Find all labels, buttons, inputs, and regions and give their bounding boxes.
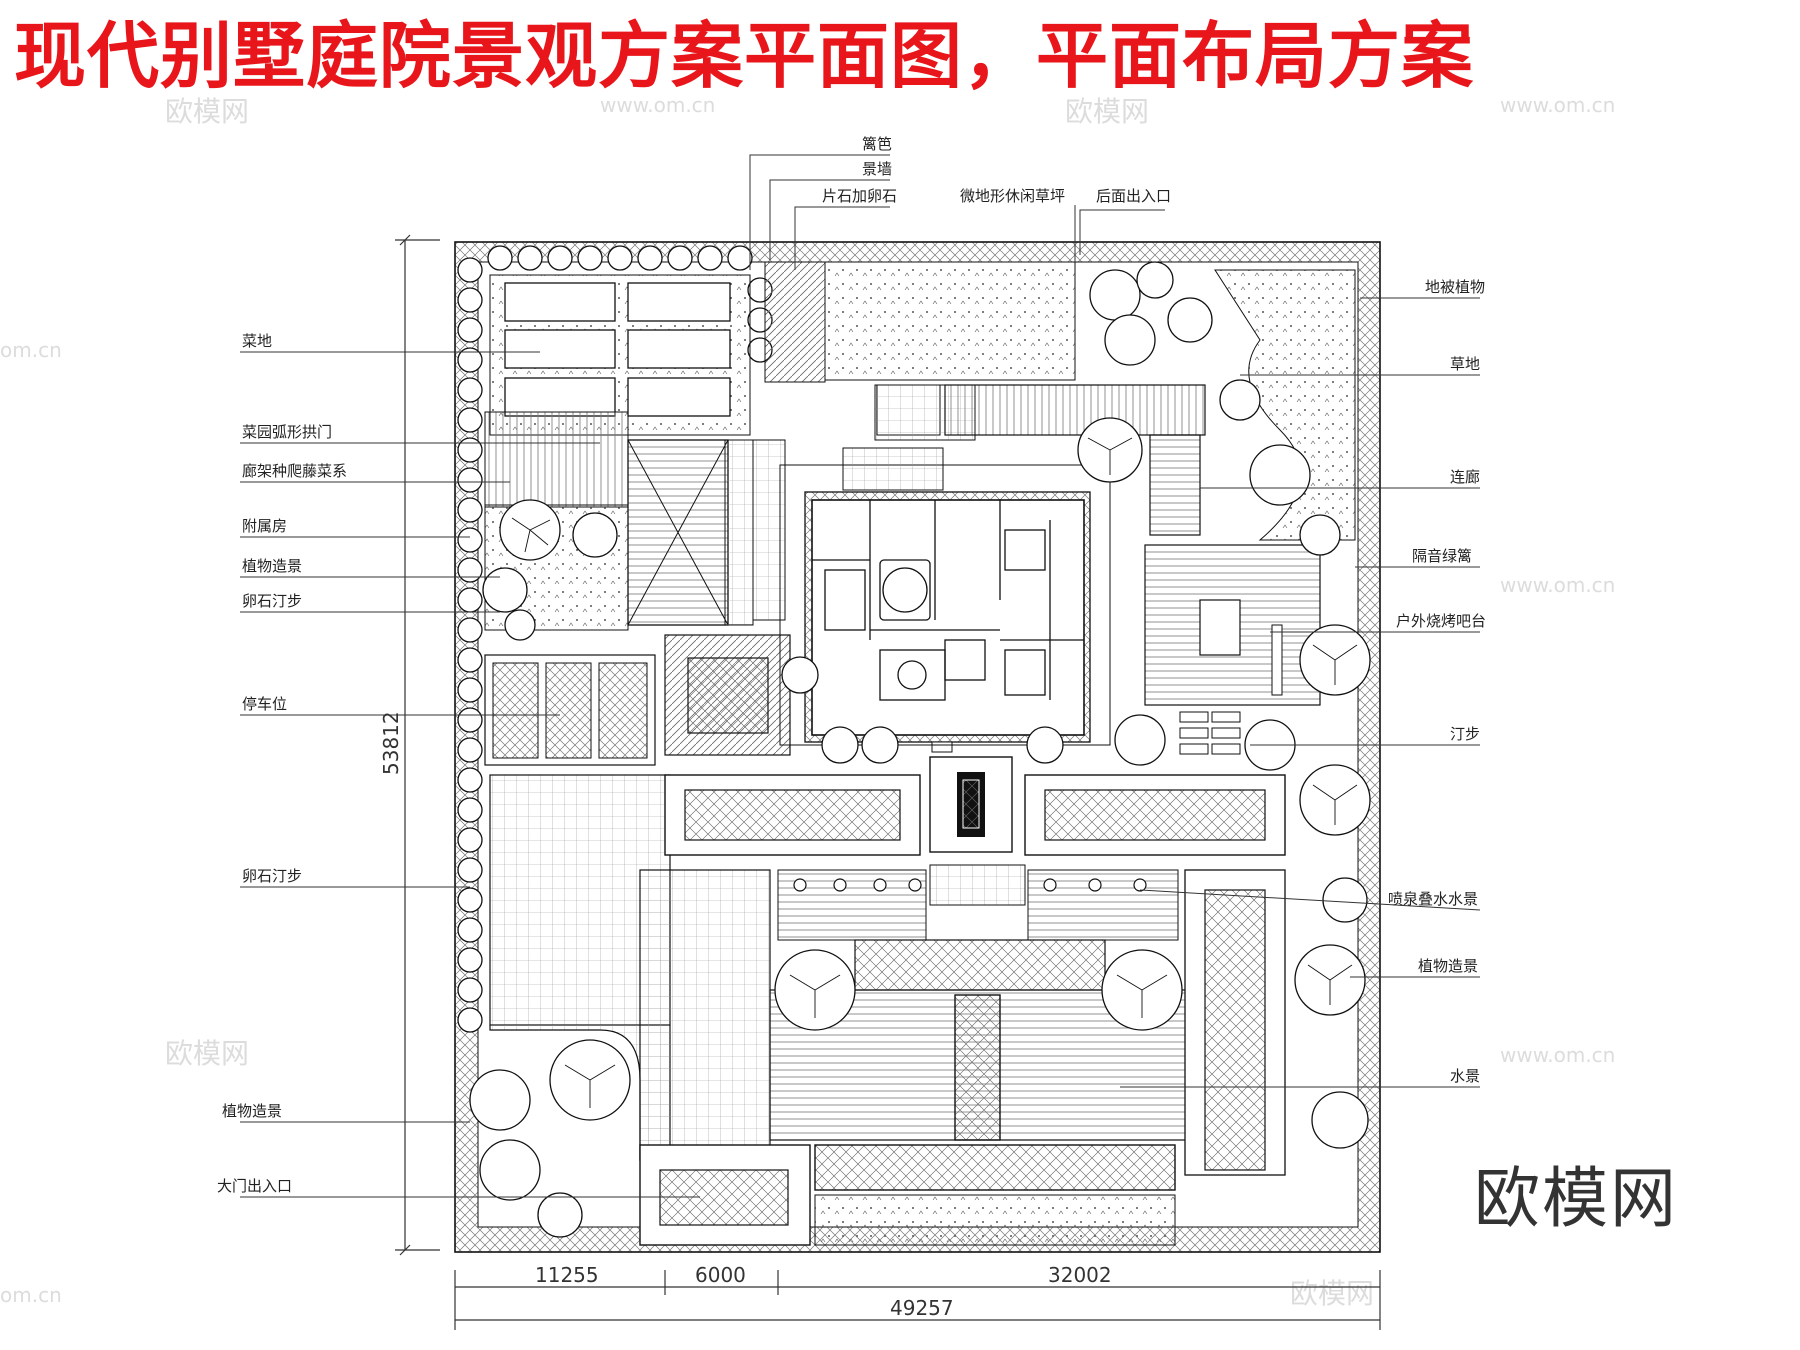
- label-corridor: 连廊: [1450, 468, 1480, 486]
- dimension-lines: [395, 234, 1381, 1330]
- watermark: 欧模网: [1290, 1277, 1375, 1310]
- label-ancillary-house: 附属房: [242, 517, 287, 535]
- page-title: 现代别墅庭院景观方案平面图，平面布局方案: [14, 14, 1475, 98]
- watermark: om.cn: [0, 338, 62, 362]
- corridor: [944, 384, 1206, 436]
- label-vegetable-plot: 菜地: [242, 332, 272, 350]
- vegetable-beds: [504, 282, 731, 417]
- dimension-seg2: 6000: [695, 1263, 746, 1287]
- label-micro-lawn: 微地形休闲草坪: [960, 187, 1065, 205]
- micro-terrain-lawn: [824, 261, 1076, 381]
- label-pebble-steps-2: 卵石汀步: [242, 867, 302, 885]
- watermark: www.om.cn: [1500, 1043, 1616, 1067]
- watermark: www.om.cn: [600, 93, 716, 117]
- watermark: 欧模网: [165, 1037, 250, 1070]
- dimension-seg1: 11255: [535, 1263, 599, 1287]
- label-fountain-cascade: 喷泉叠水水景: [1388, 890, 1478, 908]
- label-sound-hedge: 隔音绿篱: [1412, 547, 1472, 565]
- label-fence: 篱笆: [862, 135, 892, 153]
- label-rear-entrance: 后面出入口: [1096, 187, 1171, 205]
- dimension-seg3: 32002: [1048, 1263, 1112, 1287]
- brand-watermark: 欧模网: [1474, 1160, 1678, 1237]
- label-bbq-bar: 户外烧烤吧台: [1396, 612, 1486, 630]
- leader-lines-left: [240, 351, 700, 1198]
- pergola: [484, 411, 629, 508]
- label-planting-2: 植物造景: [222, 1102, 282, 1120]
- label-stepping-stones: 汀步: [1450, 725, 1480, 743]
- plaza-pattern: [854, 939, 1106, 991]
- villa-floorplan: [811, 499, 1085, 736]
- lawn-right: [1214, 269, 1356, 541]
- label-feature-wall: 景墙: [862, 160, 892, 178]
- label-pebble-steps-1: 卵石汀步: [242, 592, 302, 610]
- leader-lines-top: [749, 154, 1165, 270]
- dimension-total: 49257: [890, 1296, 954, 1320]
- leader-lines-right: [1120, 297, 1481, 1088]
- label-planting-1: 植物造景: [242, 557, 302, 575]
- label-main-entrance: 大门出入口: [217, 1177, 292, 1195]
- watermark: www.om.cn: [1500, 573, 1616, 597]
- label-garden-arch: 菜园弧形拱门: [242, 423, 332, 441]
- label-ground-cover: 地被植物: [1425, 278, 1485, 296]
- dimension-height: 53812: [379, 711, 403, 775]
- watermark: www.om.cn: [1500, 93, 1616, 117]
- hedge-row-left: [457, 245, 773, 1033]
- label-planting-3: 植物造景: [1418, 957, 1478, 975]
- watermark: 欧模网: [1065, 95, 1150, 128]
- label-parking: 停车位: [242, 695, 287, 713]
- label-pergola-vines: 廊架种爬藤菜系: [242, 462, 347, 480]
- label-slate-pebble: 片石加卵石: [822, 187, 897, 205]
- watermark: 欧模网: [165, 95, 250, 128]
- watermark: om.cn: [0, 1283, 62, 1307]
- bottom-water: [814, 1144, 1176, 1191]
- label-water-feature: 水景: [1450, 1067, 1480, 1085]
- label-lawn: 草地: [1450, 355, 1480, 373]
